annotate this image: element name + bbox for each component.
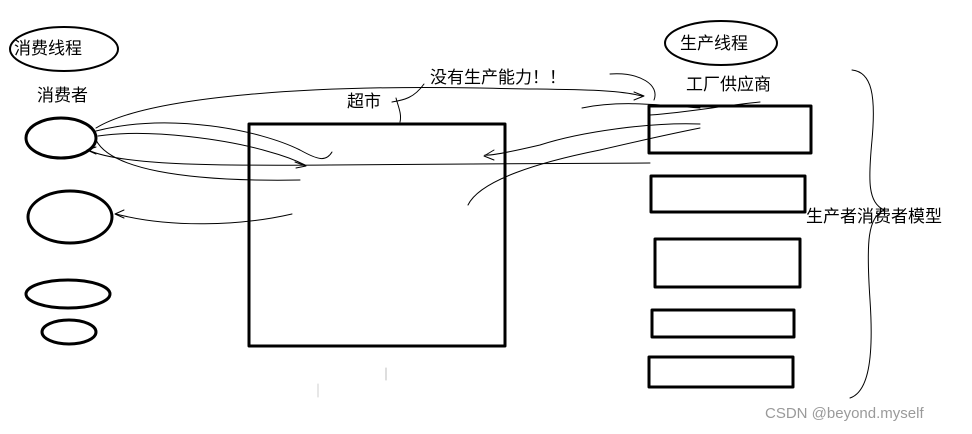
consumer-label: 消费者 [37, 86, 88, 106]
supplier-box [649, 174, 807, 214]
consumer-ellipse [40, 318, 98, 346]
consumer-thread-circle [9, 26, 119, 72]
factory-supplier-label: 工厂供应商 [686, 75, 771, 95]
supplier-box [650, 308, 796, 339]
model-brace [849, 69, 885, 399]
consumer-ellipse [24, 278, 112, 310]
flow-lines [86, 73, 761, 225]
supplier-box [653, 237, 802, 289]
producer-thread-circle [664, 20, 778, 66]
supermarket-box [247, 122, 507, 348]
watermark: CSDN @beyond.myself [765, 405, 924, 422]
supplier-box [647, 355, 795, 389]
no-production-label: 没有生产能力！！ [430, 68, 566, 88]
supermarket-label: 超市 [347, 92, 381, 112]
consumer-ellipse [24, 116, 98, 160]
consumer-ellipse [26, 189, 114, 245]
producer-thread-label: 生产线程 [680, 34, 748, 54]
consumer-thread-label: 消费线程 [14, 39, 82, 59]
model-label: 生产者消费者模型 [806, 207, 942, 227]
